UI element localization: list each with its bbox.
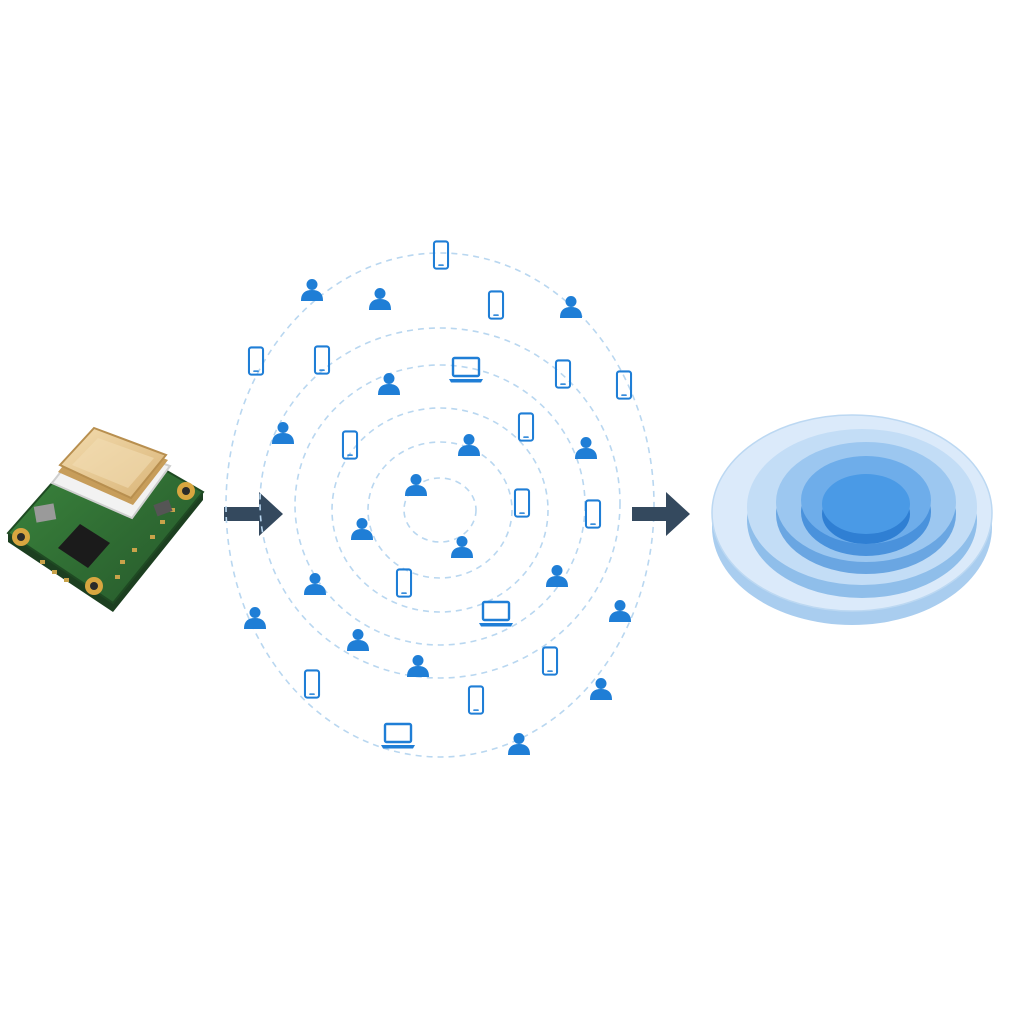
user-icon [347,629,369,651]
smartphone-icon [513,488,531,518]
smartphone-icon [432,240,450,270]
laptop-icon [479,600,513,628]
signal-ring [367,441,513,579]
smartphone-icon [467,685,485,715]
smartphone-icon [487,290,505,320]
smartphone-icon [541,646,559,676]
user-icon [351,518,373,540]
patch-antenna-icon [58,426,168,505]
user-icon [301,279,323,301]
mounting-hole-icon [85,577,103,595]
smartphone-icon [584,499,602,529]
smartphone-icon [341,430,359,460]
user-icon [508,733,530,755]
chip-icon [58,524,110,568]
mounting-hole-icon [12,528,30,546]
concentric-signal-discs-icon [711,414,993,625]
signal-rings [225,252,655,758]
signal-ring [259,327,621,679]
component-icon [153,499,173,517]
signal-ring [331,407,549,613]
signal-ring [294,364,586,646]
smartphone-icon [517,412,535,442]
smartphone-icon [313,345,331,375]
arrow-right-icon [224,492,283,536]
gps-module-icon [6,426,205,612]
signal-ring [403,477,477,543]
smartphone-icon [303,669,321,699]
smartphone-icon [247,346,265,376]
laptop-icon [381,722,415,750]
user-icon [304,573,326,595]
user-icon [405,474,427,496]
component-icon [33,503,57,523]
user-icon [546,565,568,587]
signal-ring [225,252,655,758]
user-icon [609,600,631,622]
user-icon [378,373,400,395]
arrow-right-icon [632,492,690,536]
smartphone-icon [554,359,572,389]
user-icon [369,288,391,310]
user-icon [407,655,429,677]
user-icon [575,437,597,459]
signal-disc [822,474,910,544]
crowd-of-users-and-devices [225,240,655,758]
user-icon [244,607,266,629]
pcb-traces [40,508,175,582]
smartphone-icon [395,568,413,598]
user-icon [458,434,480,456]
mounting-hole-icon [177,482,195,500]
laptop-icon [449,356,483,384]
